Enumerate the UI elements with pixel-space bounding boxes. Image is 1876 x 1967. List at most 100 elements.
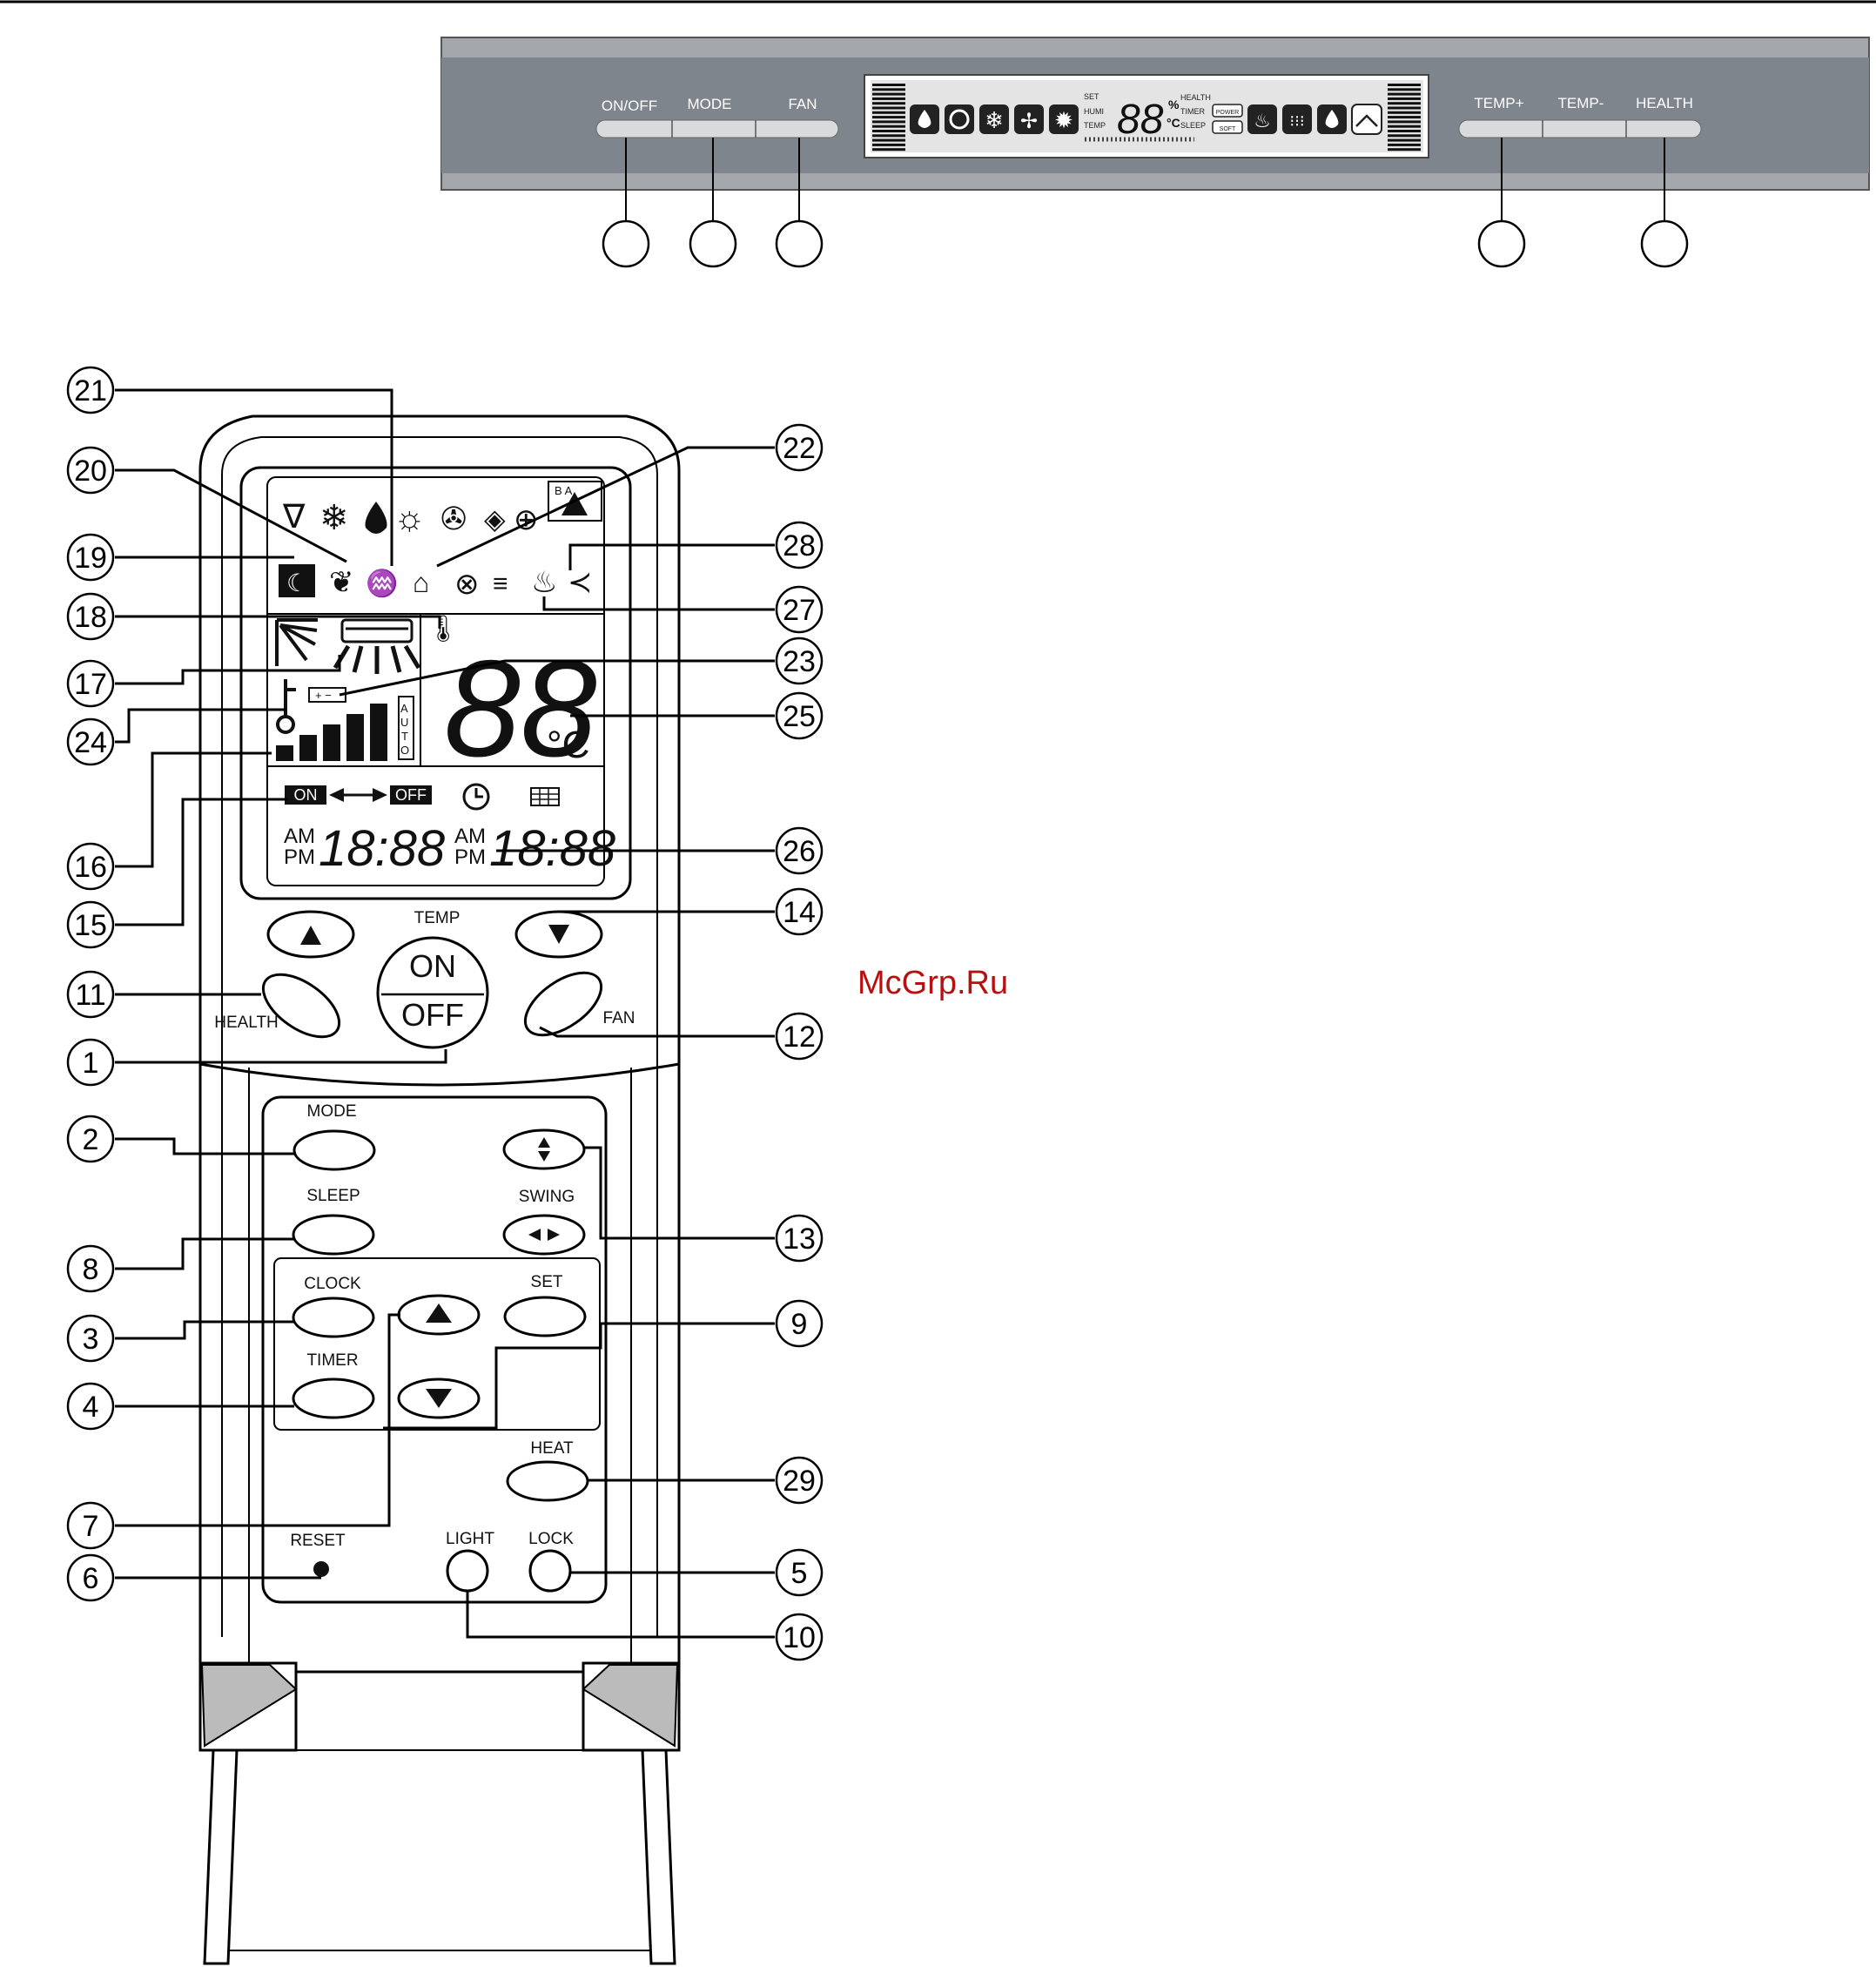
callout-number: 17 — [74, 668, 107, 701]
indoor-unit-icon — [340, 618, 414, 643]
set-button[interactable] — [503, 1296, 587, 1337]
swing-leftright-icon — [528, 1229, 560, 1241]
clock-label: CLOCK — [304, 1275, 361, 1293]
callout-number: 20 — [74, 455, 107, 488]
callout-24: 24 — [66, 717, 115, 766]
signal-bar — [872, 134, 905, 138]
fan-speed-bar — [370, 704, 387, 761]
fan-speed-bar — [323, 724, 340, 761]
fan-button[interactable] — [514, 960, 612, 1047]
light-button[interactable] — [446, 1549, 489, 1593]
am-label-1: AM — [284, 825, 315, 848]
callout-number: 19 — [74, 542, 107, 575]
left-button-bar — [595, 119, 839, 138]
time-down-arrow-icon — [426, 1389, 452, 1408]
callout-8: 8 — [66, 1244, 115, 1293]
cool-icon: ❄ — [319, 499, 349, 537]
signal-bar — [1388, 88, 1421, 91]
fresh-air-triangle-icon — [561, 492, 588, 515]
callout-18: 18 — [66, 592, 115, 641]
callout-number: 14 — [783, 896, 816, 929]
auto-fan-box — [398, 696, 414, 760]
fan-speed-bar — [346, 714, 364, 761]
callout-number: 18 — [74, 601, 107, 634]
signal-bar — [1388, 84, 1421, 86]
signal-bar — [1388, 102, 1421, 105]
signal-bar — [872, 106, 905, 110]
timer-row: ON OFF — [285, 783, 560, 811]
panel-fan-label: FAN — [788, 96, 817, 112]
signal-bar — [1388, 111, 1421, 114]
signal-bar — [872, 88, 905, 91]
power-icon — [1212, 104, 1243, 118]
heat-label: HEAT — [530, 1439, 574, 1458]
am-label-2: AM — [454, 825, 486, 848]
time-digits-1: 18:88 — [319, 820, 445, 877]
mode-button[interactable] — [292, 1129, 376, 1171]
callout-10: 10 — [775, 1613, 824, 1661]
time-digits-2: 18:88 — [489, 820, 615, 877]
callout-number: 24 — [74, 726, 107, 759]
heat-sun-icon: ☼ — [393, 499, 426, 537]
signal-bar — [872, 84, 905, 86]
off-tag-label: OFF — [395, 786, 427, 804]
snowflake-icon — [979, 104, 1009, 134]
panel-signal-bars-right — [1388, 84, 1421, 152]
off-tag — [390, 785, 432, 805]
sleep-button[interactable] — [292, 1214, 375, 1256]
lock-button[interactable] — [528, 1549, 572, 1593]
callout-number: 5 — [791, 1557, 808, 1590]
on-tag — [285, 785, 326, 805]
health-label: HEALTH — [214, 1014, 279, 1032]
callout-number: 25 — [783, 700, 816, 733]
temp-label: TEMP — [414, 909, 461, 927]
panel-humi-label: HUMI — [1084, 107, 1104, 116]
heat-waves-icon — [1247, 104, 1277, 134]
swing-vertical-button[interactable] — [502, 1128, 586, 1170]
clock-button[interactable] — [292, 1297, 375, 1338]
callout-25: 25 — [775, 691, 824, 740]
ba-label: B A — [555, 484, 573, 497]
panel-callouts — [602, 138, 1689, 268]
panel-temp-label: TEMP — [1084, 121, 1106, 130]
reset-button[interactable] — [313, 1561, 329, 1577]
lcd-temperature-digits: 88 — [444, 632, 597, 785]
auto-o: O — [400, 744, 409, 757]
callout-22: 22 — [775, 423, 824, 472]
svg-text:✹: ✹ — [1054, 107, 1073, 133]
set-label: SET — [531, 1273, 563, 1291]
on-label: ON — [409, 948, 456, 984]
signal-bar — [872, 138, 905, 142]
pm-label-2: PM — [454, 845, 486, 869]
thermometer-icon: 🌡 — [427, 615, 460, 643]
signal-bar — [1388, 106, 1421, 110]
leaf-icon: ❦ — [329, 566, 354, 599]
panel-set-label: SET — [1084, 92, 1099, 101]
lcd-mode-icons: ∇ ❄ ☼ ✇ ◈ ⊕ B A ☾ ❦ ♒ ⌂ ⊗ ≡ ♨ ≺ — [279, 481, 602, 601]
callout-number: 13 — [783, 1223, 816, 1256]
svg-text:⁝⁝⁝: ⁝⁝⁝ — [1289, 112, 1304, 130]
signal-bar — [872, 97, 905, 100]
temp-down-arrow-icon — [548, 925, 569, 944]
fan-speed-bars — [276, 704, 387, 761]
health-button[interactable] — [252, 962, 350, 1049]
swing-updown-icon — [538, 1137, 550, 1162]
health-drop-icon: ◈ — [484, 503, 506, 535]
swing-horizontal-button[interactable] — [502, 1214, 586, 1256]
lcd-status-area: + − A U T O 🌡 — [275, 615, 460, 761]
heat-button[interactable] — [506, 1460, 589, 1502]
callout-number: 22 — [783, 432, 816, 465]
panel-mode-label: MODE — [688, 96, 732, 112]
signal-bar — [1388, 143, 1421, 146]
signal-bar — [1388, 116, 1421, 119]
callout-number: 26 — [783, 835, 816, 868]
callout-number: 16 — [74, 851, 107, 884]
callout-number: 15 — [74, 909, 107, 942]
timer-button[interactable] — [292, 1378, 375, 1419]
fan-speed-bar — [276, 745, 293, 761]
lcd-screen — [266, 476, 605, 886]
svg-text:✢: ✢ — [1020, 110, 1038, 133]
on-off-button[interactable] — [376, 936, 489, 1049]
